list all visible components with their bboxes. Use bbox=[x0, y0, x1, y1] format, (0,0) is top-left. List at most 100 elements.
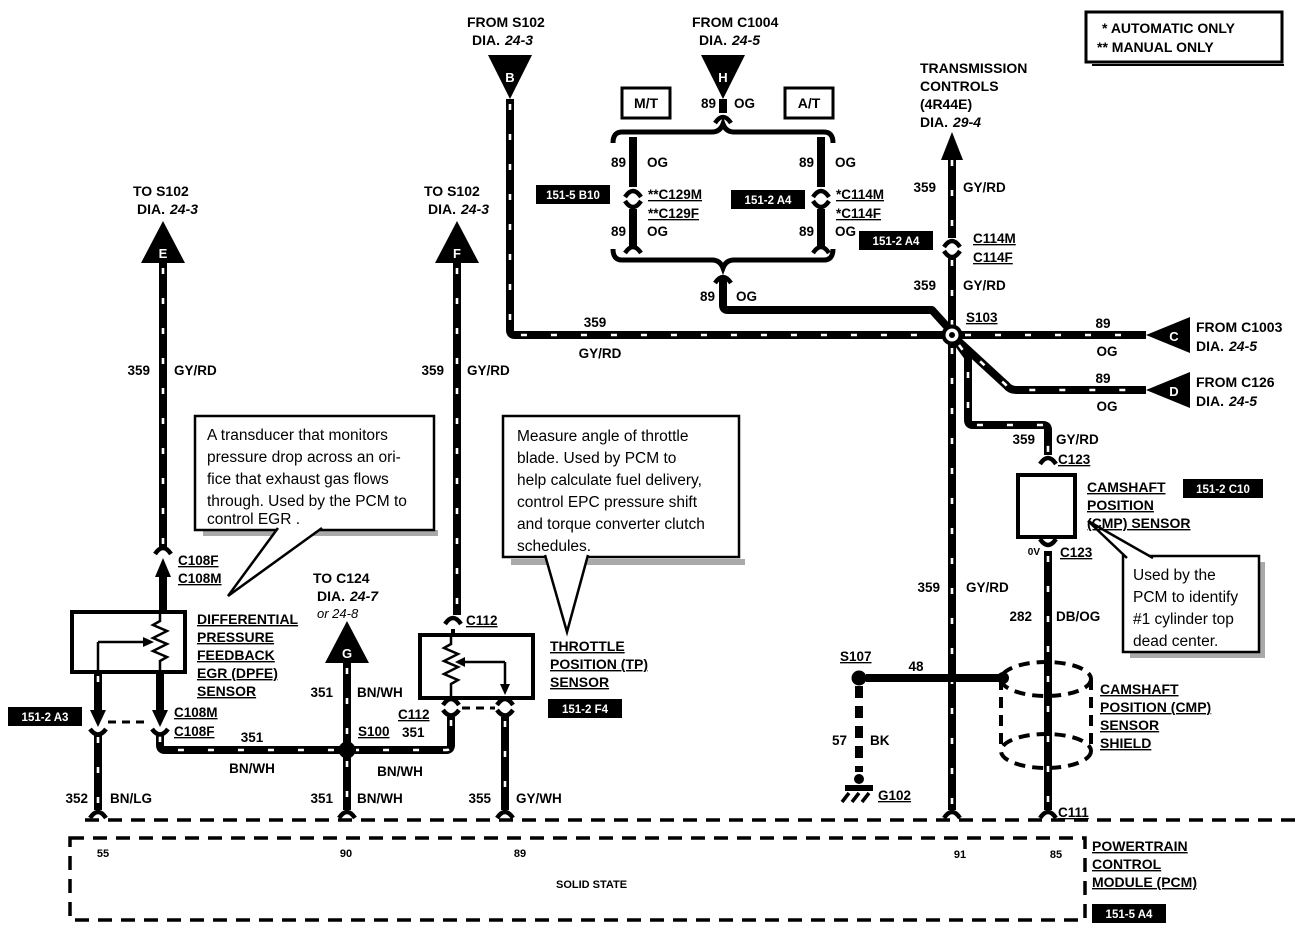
callout-tp bbox=[501, 414, 745, 637]
label-g102: G102 bbox=[878, 788, 911, 803]
wire-359-f-num: 359 bbox=[421, 363, 444, 378]
ref-c10-label: 151-2 C10 bbox=[1196, 484, 1250, 496]
wires bbox=[94, 99, 1146, 810]
triangle-c-letter: C bbox=[1169, 329, 1179, 344]
triangle-e-letter: E bbox=[159, 246, 168, 261]
wire-351-g-color: BN/WH bbox=[357, 685, 403, 700]
label-transmission-dia: DIA.29-4 bbox=[920, 114, 981, 130]
label-c114f-star: *C114F bbox=[836, 206, 881, 221]
label-to-s102-f: TO S102 bbox=[424, 183, 480, 199]
label-to-c124: TO C124 bbox=[313, 570, 370, 586]
callout-tp-line4: control EPC pressure shift bbox=[517, 494, 698, 511]
connector-c112-top bbox=[443, 615, 463, 626]
triangle-f bbox=[435, 221, 479, 263]
callout-cmp-line1: Used by the bbox=[1133, 567, 1216, 584]
wire-89-mt2-color: OG bbox=[647, 224, 668, 239]
shield-label-3: SENSOR bbox=[1100, 717, 1159, 733]
callout-dpfe-box bbox=[193, 414, 436, 532]
label-to-s102-e: TO S102 bbox=[133, 183, 189, 199]
label-c111: C111 bbox=[1058, 805, 1089, 820]
callout-cmp bbox=[1087, 519, 1265, 658]
wire-359-cmp-color: GY/RD bbox=[1056, 432, 1099, 447]
braces bbox=[610, 116, 836, 276]
dpfe-box bbox=[70, 610, 187, 674]
wire-359-cmp-num: 359 bbox=[1012, 432, 1035, 447]
ref-box-c10 bbox=[1183, 479, 1263, 498]
callout-tp-box bbox=[501, 414, 741, 559]
arrow-transmission bbox=[941, 132, 963, 160]
shield-label-2: POSITION (CMP) bbox=[1100, 699, 1211, 715]
triangle-d bbox=[1146, 372, 1190, 408]
callout-tp-shadow bbox=[511, 559, 745, 565]
at-label: A/T bbox=[798, 95, 821, 111]
fork-pin90 bbox=[337, 809, 357, 820]
legend-manual: ** MANUAL ONLY bbox=[1097, 39, 1214, 55]
label-c112-bot: C112 bbox=[398, 707, 430, 722]
triangle-h bbox=[701, 55, 745, 99]
dpfe-label-2: PRESSURE bbox=[197, 629, 274, 645]
wire-352-num: 352 bbox=[65, 791, 88, 806]
fork-pin91 bbox=[942, 809, 962, 820]
wire-282-num: 282 bbox=[1009, 609, 1032, 624]
callout-cmp-line3: #1 cylinder top bbox=[1133, 611, 1234, 628]
at-box bbox=[783, 86, 835, 120]
wire-359-t1-color: GY/RD bbox=[963, 180, 1006, 195]
label-c112-top: C112 bbox=[466, 613, 498, 628]
wire-57-num: 57 bbox=[832, 733, 847, 748]
wire-351-pcm-color: BN/WH bbox=[357, 791, 403, 806]
brace-lower-forks bbox=[623, 244, 831, 255]
ground-dot bbox=[854, 774, 864, 784]
dpfe-label-4: EGR (DPFE) bbox=[197, 665, 278, 681]
mt-box bbox=[620, 86, 672, 120]
ref-box-a4-mid bbox=[731, 190, 805, 209]
wire-351-h1-num: 351 bbox=[241, 730, 264, 745]
wire-359-b-num: 359 bbox=[584, 315, 607, 330]
dpfe-sensor bbox=[70, 610, 187, 674]
label-from-s102-b: FROM S102 bbox=[467, 14, 545, 30]
pcm-pin-91: 91 bbox=[954, 849, 966, 861]
wire-89-c-num: 89 bbox=[1095, 316, 1110, 331]
callout-dpfe-tail bbox=[226, 526, 323, 598]
wire-89-at1-color: OG bbox=[835, 155, 856, 170]
dpfe-resistor bbox=[150, 614, 170, 670]
cmp-label-2: POSITION bbox=[1087, 497, 1154, 513]
wire-355-color: GY/WH bbox=[516, 791, 562, 806]
splice-s100 bbox=[338, 741, 356, 759]
label-c129f: **C129F bbox=[648, 206, 699, 221]
connector-c123-top bbox=[1038, 455, 1058, 466]
ref-a4-pcm-label: 151-5 A4 bbox=[1106, 909, 1153, 921]
connector-c108-bot-arrow-left bbox=[90, 710, 106, 727]
triangle-b-letter: B bbox=[505, 70, 514, 85]
triangle-e bbox=[141, 221, 185, 263]
shield-label-4: SHIELD bbox=[1100, 735, 1151, 751]
label-c114f: C114F bbox=[973, 250, 1013, 265]
ground-g102 bbox=[840, 774, 873, 804]
wire-57-color: BK bbox=[870, 733, 890, 748]
connector-c129 bbox=[623, 188, 643, 210]
ref-b10-label: 151-5 B10 bbox=[546, 190, 600, 202]
label-from-c1003: FROM C1003 bbox=[1196, 319, 1283, 335]
dpfe-wiper-arrow bbox=[143, 637, 154, 647]
ref-a4-right-label: 151-2 A4 bbox=[873, 236, 920, 248]
label-c108f-top: C108F bbox=[178, 553, 219, 568]
fork-pin89 bbox=[495, 809, 515, 820]
callout-tp-line6: schedules. bbox=[517, 538, 591, 555]
label-c108f-bot: C108F bbox=[174, 724, 215, 739]
label-dia-f: DIA.24-3 bbox=[428, 201, 489, 217]
triangle-b bbox=[488, 55, 532, 99]
callout-tp-line1: Measure angle of throttle bbox=[517, 428, 688, 445]
cmp-label-1: CAMSHAFT bbox=[1087, 479, 1166, 495]
wire-355-num: 355 bbox=[468, 791, 491, 806]
connector-c108-top-arrow bbox=[155, 558, 171, 577]
label-s103: S103 bbox=[966, 310, 998, 325]
wire-359-t2-color: GY/RD bbox=[963, 278, 1006, 293]
tp-wiper-arrow bbox=[455, 657, 465, 667]
wire-351-h2-color: BN/WH bbox=[377, 764, 423, 779]
fork-pin55 bbox=[88, 809, 108, 820]
ref-a4-mid-label: 151-2 A4 bbox=[745, 195, 792, 207]
wire-351-dpfe-s100 bbox=[156, 733, 340, 754]
callout-dpfe-line4: through. Used by the PCM to bbox=[207, 493, 407, 510]
callout-dpfe-line3: fice that exhaust gas flows bbox=[207, 471, 389, 488]
label-c108m-top: C108M bbox=[178, 571, 222, 586]
shield-sides bbox=[999, 679, 1093, 751]
